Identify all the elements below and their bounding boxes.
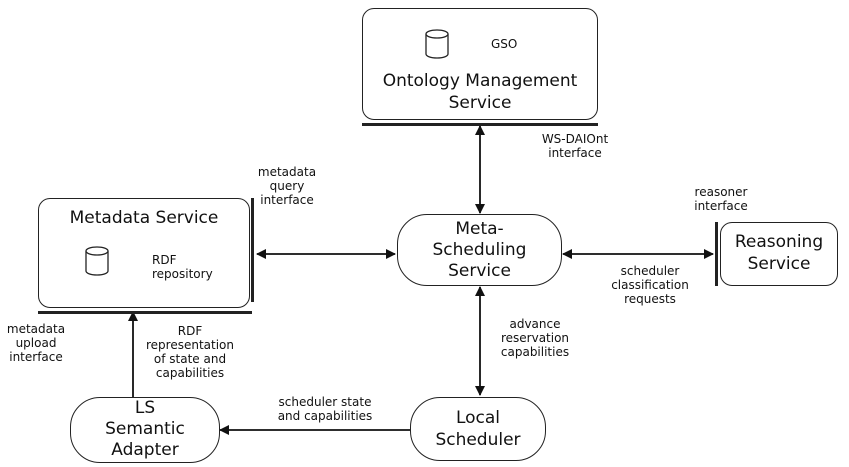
ontology-management-service-node: GSO Ontology Management Service — [362, 8, 598, 120]
adapter-line2: Semantic — [105, 419, 185, 439]
meta-line2: Scheduling — [432, 240, 527, 260]
repository-label: repository — [152, 267, 213, 281]
adapter-line1: LS — [134, 398, 156, 418]
meta-scheduling-service-node: Meta- Scheduling Service — [397, 214, 562, 286]
local-line1: Local — [455, 408, 501, 428]
scheduler-state-label: scheduler state and capabilities — [277, 395, 373, 423]
metadata-query-label: metadata query interface — [257, 165, 317, 207]
metadata-upload-bar — [38, 311, 252, 314]
local-line2: Scheduler — [435, 430, 521, 450]
advance-reservation-label: advance reservation capabilities — [500, 317, 570, 359]
gso-label: GSO — [491, 37, 518, 51]
database-icon — [85, 246, 109, 276]
scheduler-classification-label: scheduler classification requests — [611, 264, 689, 306]
reasoning-interface-bar — [715, 222, 718, 286]
oms-title-line2: Service — [448, 93, 512, 113]
oms-title-line1: Ontology Management — [382, 71, 578, 91]
local-scheduler-node: Local Scheduler — [410, 397, 546, 461]
rdf-representation-label: RDF representation of state and capabili… — [145, 324, 234, 380]
rdf-label: RDF — [152, 253, 177, 267]
meta-line1: Meta- — [455, 219, 504, 239]
adapter-line3: Adapter — [111, 440, 179, 460]
reasoning-line2: Service — [747, 254, 811, 274]
oms-interface-bar — [362, 123, 598, 126]
metadata-interface-bar — [251, 198, 254, 302]
metadata-title: Metadata Service — [69, 208, 219, 228]
database-icon — [425, 29, 449, 59]
ws-daiont-label: WS-DAIOnt interface — [541, 132, 609, 160]
metadata-service-node: Metadata Service RDF repository — [38, 198, 250, 308]
reasoner-interface-label: reasoner interface — [694, 185, 748, 213]
reasoning-service-node: Reasoning Service — [720, 222, 838, 286]
meta-line3: Service — [448, 261, 511, 281]
ls-semantic-adapter-node: LS Semantic Adapter — [70, 397, 220, 463]
reasoning-line1: Reasoning — [734, 232, 824, 252]
metadata-upload-label: metadata upload interface — [6, 322, 66, 364]
